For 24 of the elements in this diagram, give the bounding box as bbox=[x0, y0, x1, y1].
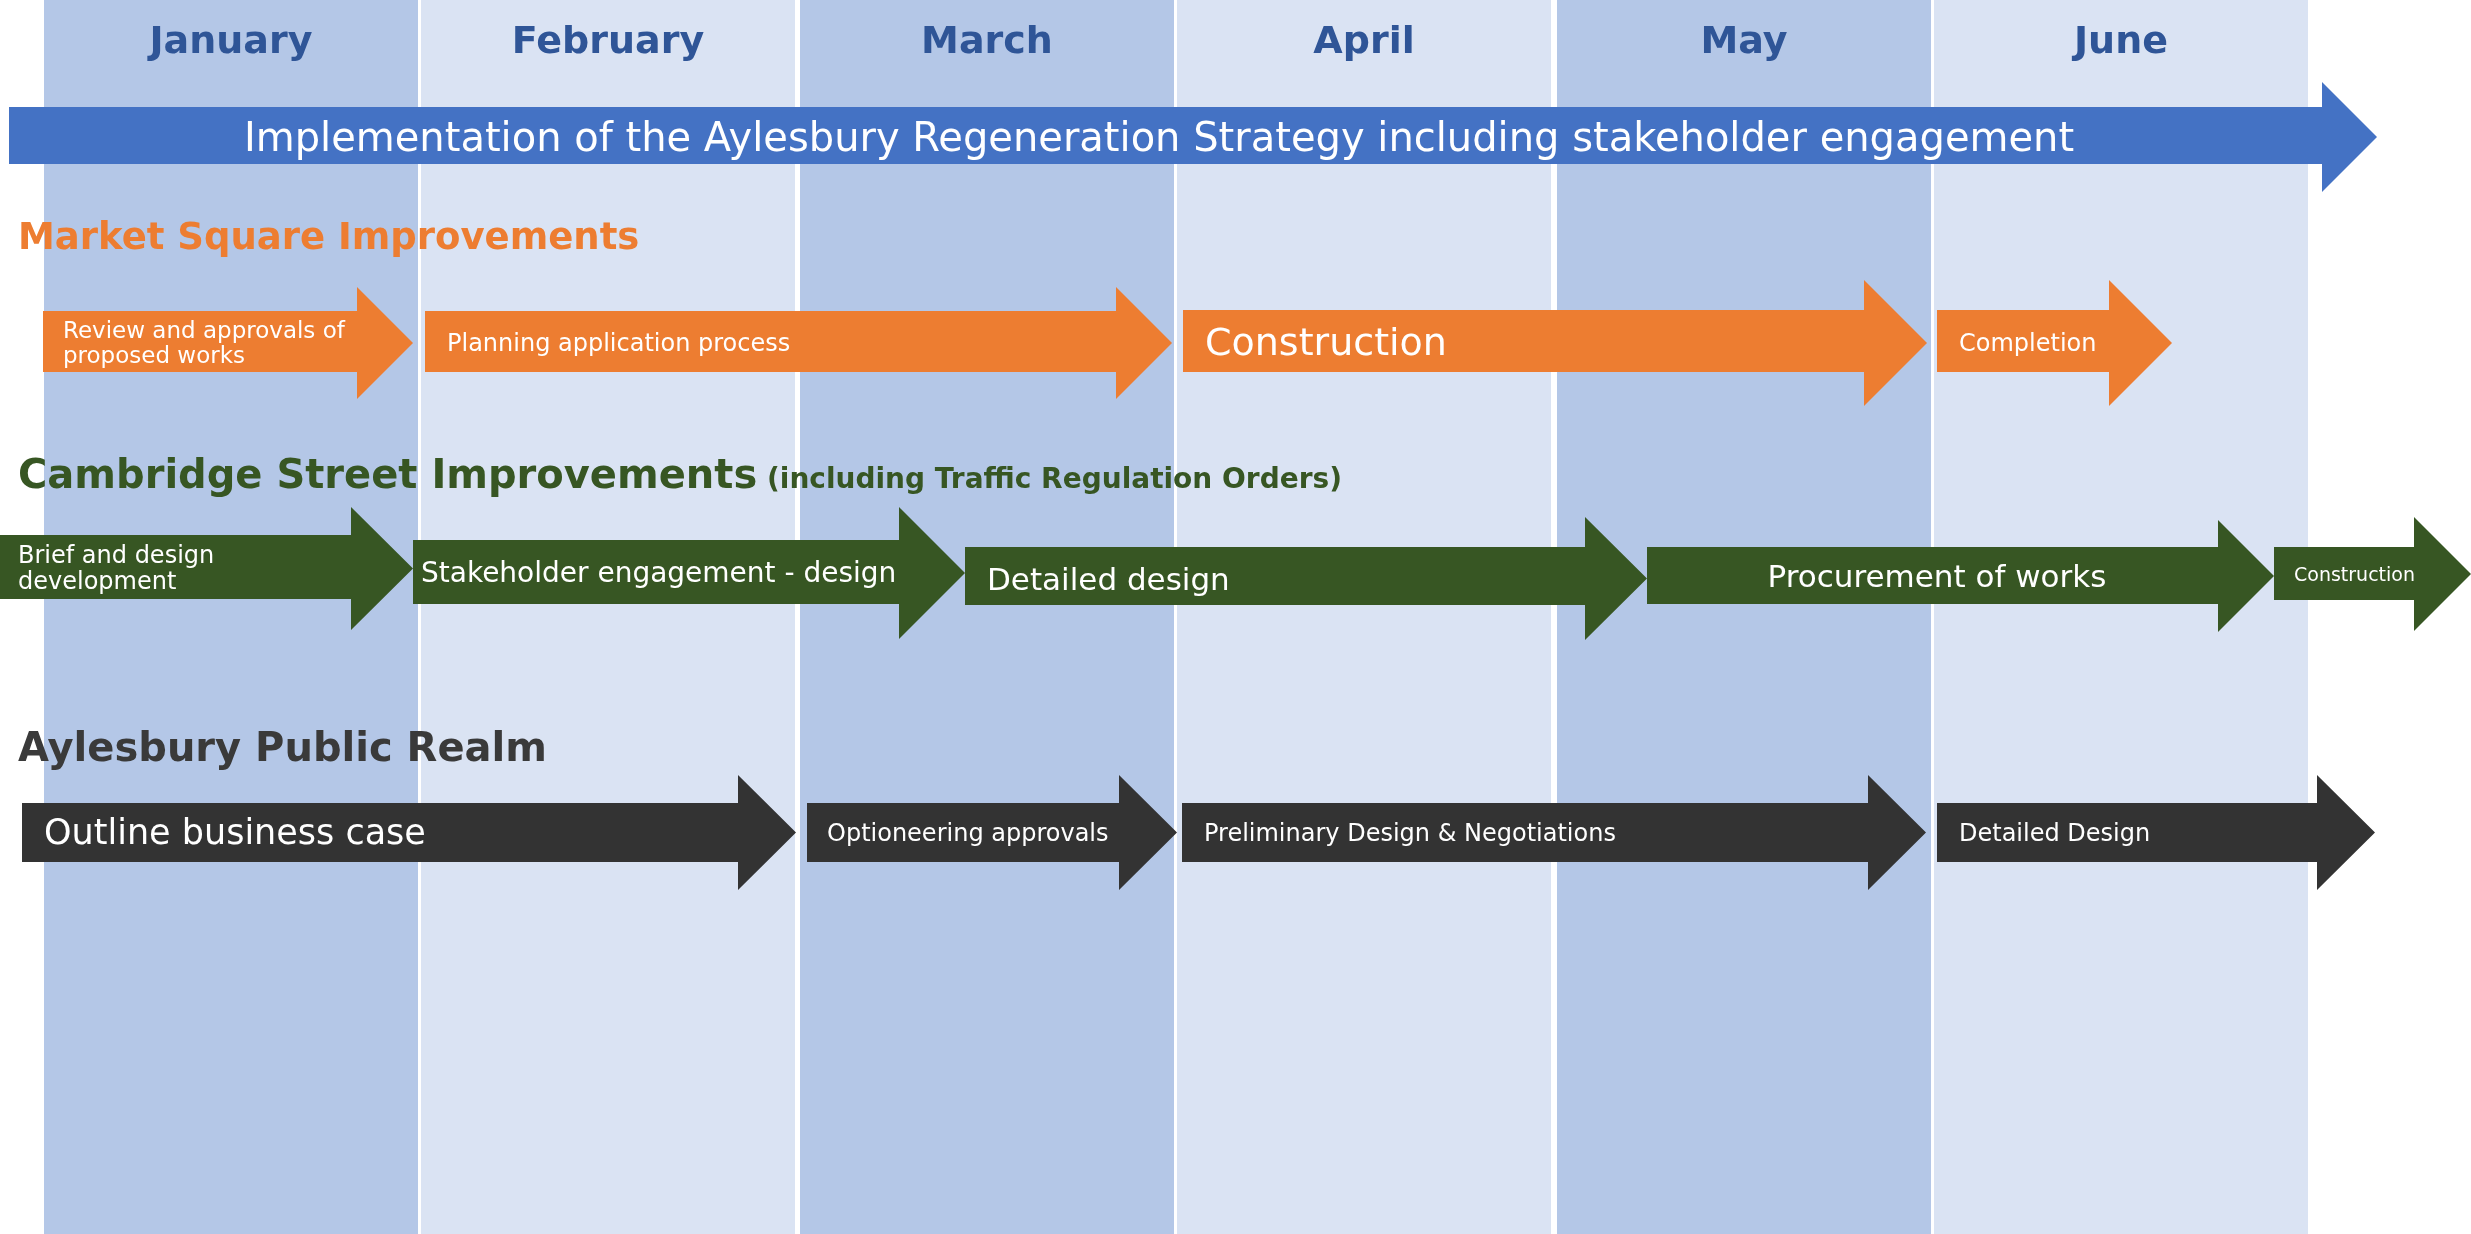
section-heading: Aylesbury Public Realm bbox=[18, 724, 547, 770]
task-label: Completion bbox=[1959, 330, 2098, 357]
section-heading: Market Square Improvements bbox=[18, 215, 640, 258]
task-label: Construction bbox=[1205, 322, 1448, 364]
section-heading: (including Traffic Regulation Orders) bbox=[767, 462, 1342, 495]
task-label: Detailed design bbox=[987, 562, 1231, 597]
task-label: Review and approvals of proposed works bbox=[63, 318, 347, 369]
task-label: Procurement of works bbox=[1766, 559, 2108, 594]
task-label: Planning application process bbox=[447, 330, 792, 357]
task-label: Implementation of the Aylesbury Regeneration Strategy including stakeholder engagement bbox=[242, 115, 2076, 159]
month-heading: February bbox=[510, 18, 706, 62]
month-heading: June bbox=[2071, 18, 2169, 62]
task-label: Construction bbox=[2294, 564, 2416, 585]
section-heading: Cambridge Street Improvements bbox=[18, 451, 758, 497]
task-label: Outline business case bbox=[44, 813, 427, 852]
task-label: Optioneering approvals bbox=[827, 820, 1110, 847]
month-heading: January bbox=[146, 18, 314, 62]
month-heading: April bbox=[1312, 18, 1416, 62]
month-heading: March bbox=[920, 18, 1054, 62]
task-label: Stakeholder engagement - design bbox=[421, 558, 898, 589]
task-label: Preliminary Design & Negotiations bbox=[1204, 820, 1617, 847]
month-heading: May bbox=[1699, 18, 1789, 62]
task-label: Detailed Design bbox=[1959, 820, 2152, 847]
task-label: Brief and design development bbox=[18, 542, 216, 595]
